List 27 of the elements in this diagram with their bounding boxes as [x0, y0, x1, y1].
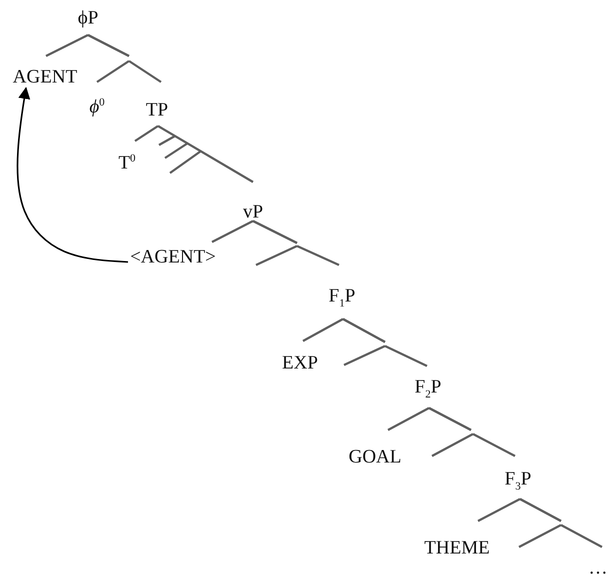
tree-branch	[212, 220, 254, 243]
tree-label: F$_{1}$P	[328, 286, 356, 310]
tree-branch	[342, 318, 428, 368]
tree-label: AGENT	[12, 68, 78, 86]
tree-label: ϕ$^{0}$	[89, 97, 105, 117]
tree-label: F$_{2}$P	[414, 378, 442, 400]
movement-arrow	[16, 86, 128, 263]
tree-label: vP	[242, 202, 264, 222]
tree-label: ϕP	[78, 8, 98, 28]
tree-branch	[428, 406, 516, 458]
tree-branch	[86, 34, 162, 84]
tree-label: EXP	[282, 354, 318, 372]
tree-label: F$_{3}$P	[504, 470, 532, 492]
tree-branch	[134, 125, 159, 142]
tree-label: <AGENT>	[130, 248, 216, 266]
tree-branch	[518, 498, 604, 548]
tree-branch	[302, 318, 344, 342]
tree-label: THEME	[424, 538, 490, 558]
tree-branch	[157, 125, 254, 183]
tree-label: …	[588, 558, 608, 578]
tree-label: T$^{0}$	[118, 153, 136, 173]
tree-label: GOAL	[348, 448, 402, 466]
tree-branch	[252, 220, 340, 266]
tree-branch	[387, 407, 430, 431]
tree-label: TP	[146, 100, 168, 120]
tree-branch	[46, 34, 88, 57]
tree-branch	[478, 498, 521, 522]
